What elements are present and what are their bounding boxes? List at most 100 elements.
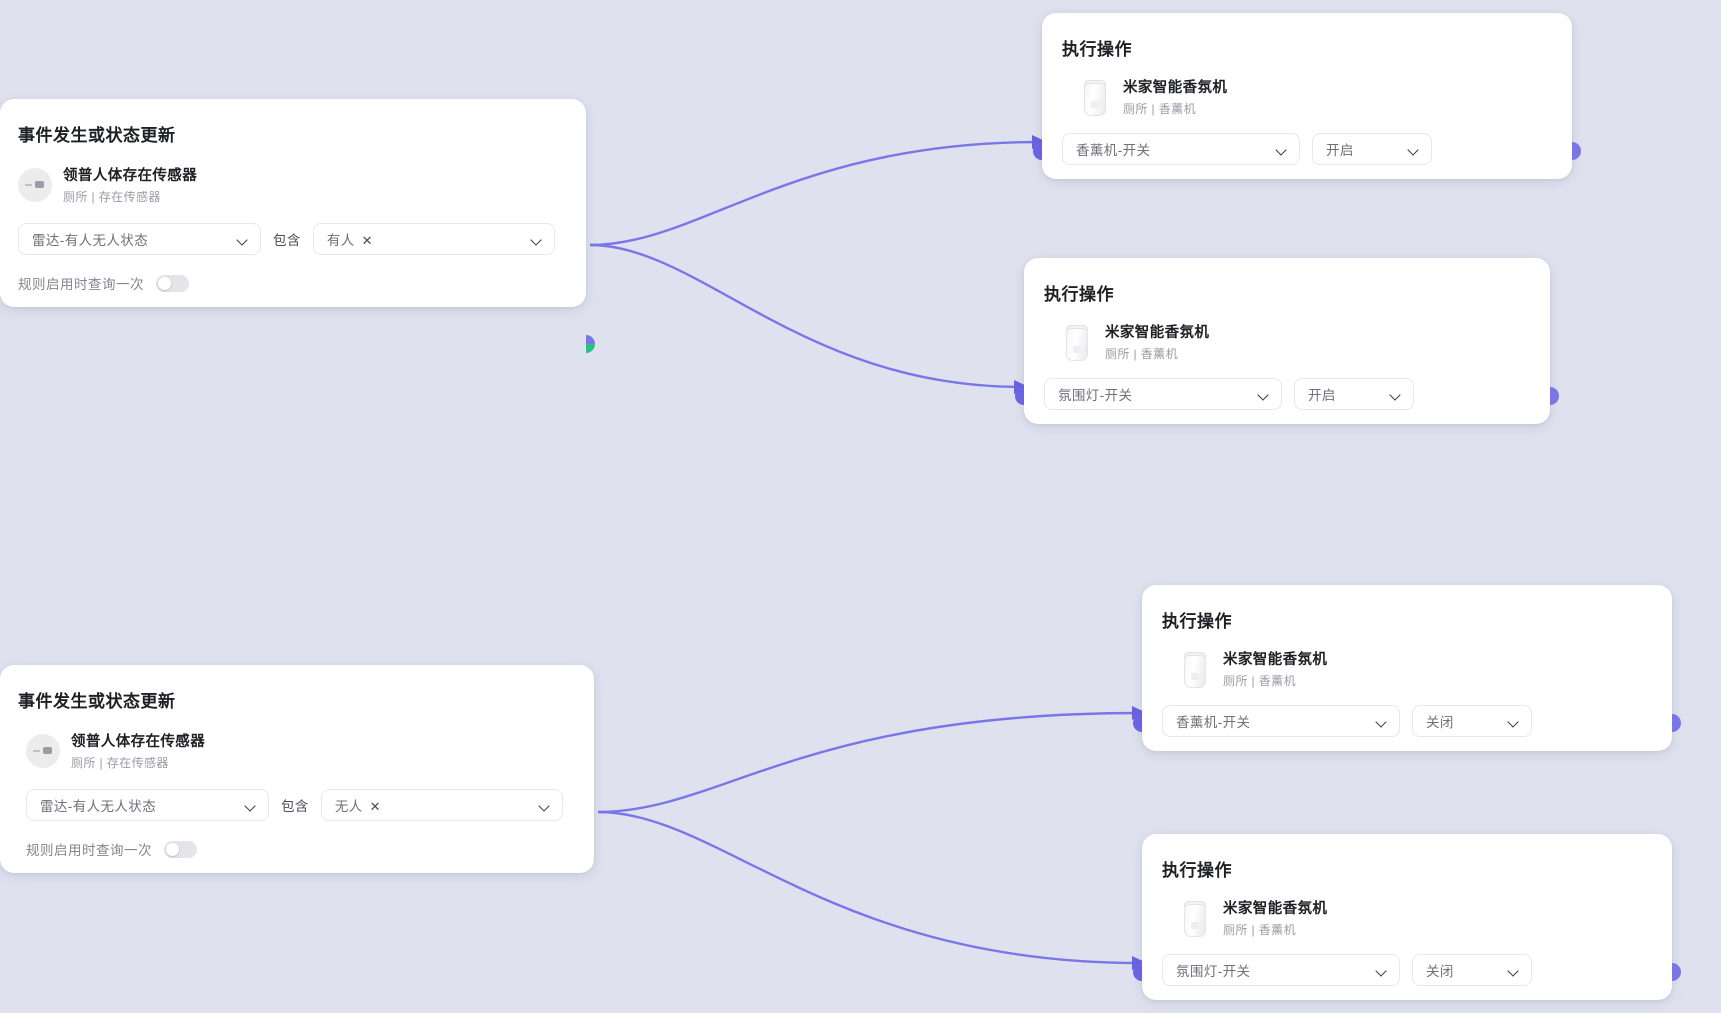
- trigger-card-2-query-once-toggle[interactable]: [164, 840, 197, 858]
- action-card-1[interactable]: 执行操作 米家智能香氛机 厕所 | 香薰机 香薰机-开关 开启: [1033, 13, 1581, 179]
- chevron-down-icon: [538, 799, 551, 812]
- action-card-4-property-select[interactable]: 氛围灯-开关: [1162, 954, 1400, 986]
- edge-trigger2-action4: [597, 810, 1141, 965]
- action-card-1-value-select[interactable]: 开启: [1312, 133, 1432, 165]
- trigger-card-1-operator-label: 包含: [273, 233, 301, 248]
- chevron-down-icon: [1257, 388, 1270, 401]
- diffuser-spout: [1191, 921, 1199, 929]
- trigger-card-2-query-once-row: 规则启用时查询一次: [26, 839, 572, 859]
- trigger-card-2[interactable]: 事件发生或状态更新 领普人体存在传感器 厕所 | 存在传感器 雷达-有人无人状态…: [0, 665, 594, 873]
- action-card-4-input-port[interactable]: [1133, 963, 1142, 981]
- action-card-2-device[interactable]: 米家智能香氛机 厕所 | 香薰机: [1060, 321, 1530, 362]
- port-half-bottom: [1672, 972, 1681, 981]
- action-card-4-device-name: 米家智能香氛机: [1223, 901, 1328, 917]
- action-card-2-device-meta: 厕所 | 香薰机: [1105, 347, 1178, 361]
- action-card-1-input-port[interactable]: [1033, 142, 1042, 160]
- action-card-3-value-text: 关闭: [1426, 715, 1454, 730]
- action-card-1-property-value: 香薰机-开关: [1076, 143, 1151, 158]
- port-half-bottom: [1672, 723, 1681, 732]
- diffuser-body: [1066, 327, 1088, 361]
- action-card-2-output-port[interactable]: [1550, 387, 1559, 405]
- port-half-top: [1672, 714, 1681, 723]
- trigger-card-1-device[interactable]: 领普人体存在传感器 厕所 | 存在传感器: [18, 164, 564, 205]
- action-card-3-device[interactable]: 米家智能香氛机 厕所 | 香薰机: [1178, 648, 1652, 689]
- action-card-4-property-value: 氛围灯-开关: [1176, 964, 1251, 979]
- diffuser-spout: [1073, 345, 1081, 353]
- trigger-card-1-output-port[interactable]: [586, 335, 595, 353]
- action-card-1-title: 执行操作: [1062, 40, 1132, 59]
- edge-trigger1-action2: [589, 243, 1023, 389]
- trigger-card-2-value-tag-text: 无人: [334, 799, 363, 814]
- trigger-card-2-title: 事件发生或状态更新: [18, 692, 176, 711]
- chevron-down-icon: [244, 799, 257, 812]
- action-card-3-input-port[interactable]: [1133, 714, 1142, 732]
- action-card-3-property-select[interactable]: 香薰机-开关: [1162, 705, 1400, 737]
- action-card-4-device[interactable]: 米家智能香氛机 厕所 | 香薰机: [1178, 897, 1652, 938]
- chevron-down-icon: [1507, 964, 1520, 977]
- action-card-4-output-port[interactable]: [1672, 963, 1681, 981]
- trigger-card-1-query-once-row: 规则启用时查询一次: [18, 273, 564, 293]
- action-card-2-input-port[interactable]: [1015, 387, 1024, 405]
- trigger-card-1-value-select[interactable]: 有人 ✕: [312, 223, 555, 255]
- trigger-card-1-query-once-toggle[interactable]: [156, 274, 189, 292]
- action-card-3-property-value: 香薰机-开关: [1176, 715, 1251, 730]
- chevron-down-icon: [1375, 715, 1388, 728]
- trigger-card-1[interactable]: 事件发生或状态更新 领普人体存在传感器 厕所 | 存在传感器 雷达-有人无人状态…: [0, 99, 595, 353]
- presence-sensor-icon: [26, 733, 60, 768]
- action-card-4-value-text: 关闭: [1426, 964, 1454, 979]
- trigger-card-1-value-tag-text: 有人: [326, 233, 355, 248]
- port-half-bottom: [1550, 396, 1559, 405]
- action-card-1-device-name: 米家智能香氛机: [1123, 80, 1228, 96]
- action-card-3-title: 执行操作: [1162, 612, 1232, 631]
- port-half-top: [1572, 142, 1581, 151]
- action-card-1-device-meta: 厕所 | 香薰机: [1123, 102, 1196, 116]
- action-card-2[interactable]: 执行操作 米家智能香氛机 厕所 | 香薰机 氛围灯-开关 开启: [1015, 258, 1559, 424]
- diffuser-spout: [1091, 100, 1099, 108]
- diffuser-body: [1084, 82, 1106, 116]
- toggle-knob: [158, 276, 171, 290]
- trigger-card-2-value-select[interactable]: 无人 ✕: [320, 789, 563, 821]
- chevron-down-icon: [1507, 715, 1520, 728]
- trigger-card-1-property-value: 雷达-有人无人状态: [32, 233, 149, 248]
- toggle-knob: [166, 842, 179, 856]
- aroma-diffuser-icon: [1178, 898, 1212, 938]
- trigger-card-2-device[interactable]: 领普人体存在传感器 厕所 | 存在传感器: [26, 730, 572, 771]
- action-card-3[interactable]: 执行操作 米家智能香氛机 厕所 | 香薰机 香薰机-开关 关闭: [1133, 585, 1681, 751]
- trigger-card-1-device-meta: 厕所 | 存在传感器: [63, 190, 161, 204]
- action-card-1-output-port[interactable]: [1572, 142, 1581, 160]
- port-half-top: [586, 335, 595, 344]
- remove-tag-icon[interactable]: ✕: [369, 799, 381, 814]
- chevron-down-icon: [1389, 388, 1402, 401]
- action-card-4-row: 氛围灯-开关 关闭: [1162, 954, 1652, 986]
- trigger-card-1-condition-row: 雷达-有人无人状态 包含 有人 ✕: [18, 223, 564, 255]
- port-half-bottom: [1572, 151, 1581, 160]
- remove-tag-icon[interactable]: ✕: [361, 233, 373, 248]
- action-card-2-property-value: 氛围灯-开关: [1058, 388, 1133, 403]
- trigger-card-1-query-once-label: 规则启用时查询一次: [18, 277, 144, 292]
- aroma-diffuser-icon: [1178, 649, 1212, 689]
- action-card-2-property-select[interactable]: 氛围灯-开关: [1044, 378, 1282, 410]
- trigger-card-2-operator-label: 包含: [281, 799, 309, 814]
- action-card-3-value-select[interactable]: 关闭: [1412, 705, 1532, 737]
- action-card-2-value-select[interactable]: 开启: [1294, 378, 1414, 410]
- action-card-3-output-port[interactable]: [1672, 714, 1681, 732]
- action-card-4[interactable]: 执行操作 米家智能香氛机 厕所 | 香薰机 氛围灯-开关 关闭: [1133, 834, 1681, 1000]
- action-card-2-title: 执行操作: [1044, 285, 1114, 304]
- chevron-down-icon: [1407, 143, 1420, 156]
- action-card-4-value-select[interactable]: 关闭: [1412, 954, 1532, 986]
- action-card-2-row: 氛围灯-开关 开启: [1044, 378, 1530, 410]
- edge-trigger1-action1: [589, 140, 1041, 247]
- action-card-2-device-name: 米家智能香氛机: [1105, 325, 1210, 341]
- action-card-1-property-select[interactable]: 香薰机-开关: [1062, 133, 1300, 165]
- action-card-1-device[interactable]: 米家智能香氛机 厕所 | 香薰机: [1078, 76, 1552, 117]
- port-half-top: [1672, 963, 1681, 972]
- chevron-down-icon: [530, 233, 543, 246]
- diffuser-spout: [1191, 672, 1199, 680]
- diffuser-body: [1184, 903, 1206, 937]
- trigger-card-2-property-select[interactable]: 雷达-有人无人状态: [26, 789, 269, 821]
- presence-sensor-icon: [18, 167, 52, 202]
- diffuser-body: [1184, 654, 1206, 688]
- action-card-1-row: 香薰机-开关 开启: [1062, 133, 1552, 165]
- trigger-card-1-property-select[interactable]: 雷达-有人无人状态: [18, 223, 261, 255]
